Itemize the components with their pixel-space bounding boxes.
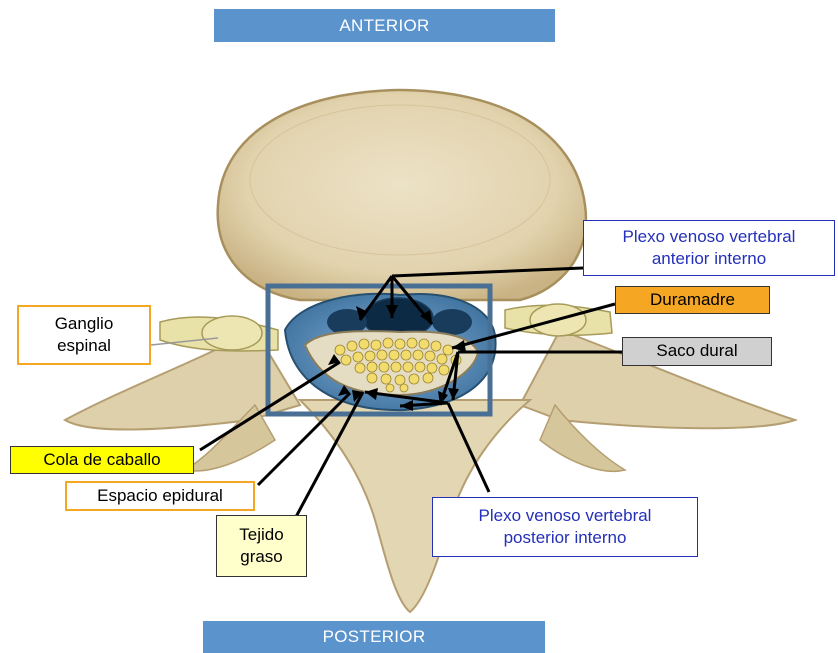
label-plexo-posterior-line2: posterior interno [504,527,627,549]
label-tejido-line1: Tejido [239,524,283,546]
label-plexo-anterior-line1: Plexo venoso vertebral [623,226,796,248]
ganglion-left [160,316,278,351]
label-duramadre: Duramadre [615,286,770,314]
label-espacio-epidural: Espacio epidural [65,481,255,511]
label-tejido-graso: Tejido graso [216,515,307,577]
label-plexo-posterior: Plexo venoso vertebral posterior interno [432,497,698,557]
anterior-banner: ANTERIOR [214,9,555,42]
label-tejido-line2: graso [240,546,283,568]
label-plexo-posterior-line1: Plexo venoso vertebral [479,505,652,527]
label-ganglio-espinal: Ganglio espinal [17,305,151,365]
label-cola-de-caballo: Cola de caballo [10,446,194,474]
label-plexo-anterior-line2: anterior interno [652,248,766,270]
label-plexo-anterior: Plexo venoso vertebral anterior interno [583,220,835,276]
label-ganglio-line2: espinal [57,335,111,357]
vertebral-body [218,90,586,300]
label-saco-dural: Saco dural [622,337,772,366]
posterior-banner: POSTERIOR [203,621,545,653]
label-ganglio-line1: Ganglio [55,313,114,335]
